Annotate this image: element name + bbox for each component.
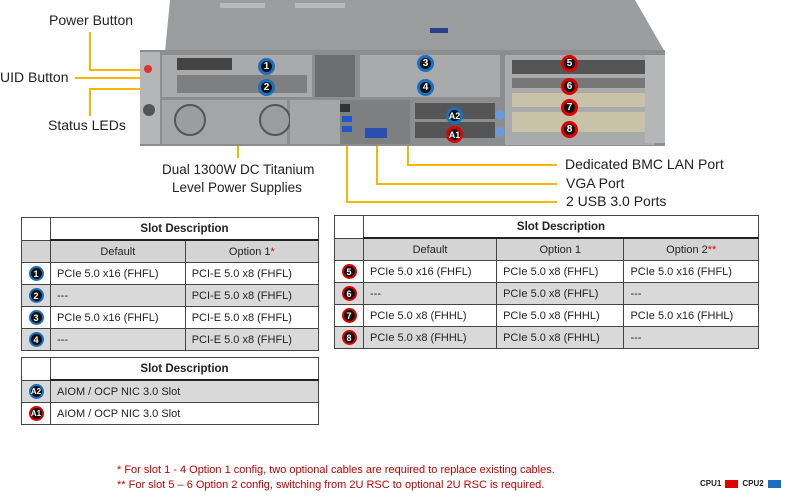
- cell-default: PCIe 5.0 x8 (FHHL): [362, 304, 498, 327]
- server-rear-chassis: [140, 0, 665, 146]
- usb-ports-label: 2 USB 3.0 Ports: [566, 193, 667, 209]
- legend-cpu1-label: CPU1: [700, 479, 722, 488]
- cell-option1: PCIe 5.0 x8 (FHFL): [496, 260, 625, 283]
- legend-cpu2-label: CPU2: [742, 479, 764, 488]
- uid-line: [75, 77, 141, 79]
- cell-default: PCIe 5.0 x16 (FHFL): [50, 306, 186, 329]
- slot-badge: 8: [341, 330, 357, 345]
- cell-default: PCIe 5.0 x8 (FHHL): [362, 326, 498, 349]
- cell-default: ---: [362, 282, 498, 305]
- slot-badge: A2: [28, 383, 44, 399]
- usb-line-h: [346, 201, 557, 203]
- led-line-v: [89, 88, 91, 116]
- table-row: 2 --- PCI-E 5.0 x8 (FHFL): [21, 284, 320, 307]
- footnote-1: * For slot 1 - 4 Option 1 config, two op…: [117, 464, 555, 476]
- table-title: Slot Description: [50, 357, 319, 381]
- col-option1: Option 1*: [184, 239, 320, 263]
- vga-port-label: VGA Port: [566, 175, 625, 191]
- table-row: 5 PCIe 5.0 x16 (FHFL) PCIe 5.0 x8 (FHFL)…: [334, 260, 759, 283]
- cell-default: ---: [50, 328, 186, 351]
- slot-a2-badge: A2: [446, 107, 463, 124]
- table-row: 7 PCIe 5.0 x8 (FHHL) PCIe 5.0 x8 (FHHL) …: [334, 304, 759, 327]
- slot-table-aiom: Slot Description A2 AIOM / OCP NIC 3.0 S…: [21, 357, 319, 425]
- vga-line-v: [376, 138, 378, 184]
- power-line-h: [89, 69, 144, 71]
- cell-option2: ---: [623, 282, 759, 305]
- slot-badge: 4: [28, 332, 44, 347]
- legend-cpu1-swatch: [725, 479, 739, 488]
- cell-option1: PCI-E 5.0 x8 (FHFL): [184, 328, 320, 351]
- slot-badge: 6: [341, 286, 357, 301]
- slot-table-5-8: Slot Description Default Option 1 Option…: [334, 215, 759, 349]
- cell-option1: PCIe 5.0 x8 (FHHL): [496, 304, 625, 327]
- uid-button-label: UID Button: [0, 69, 69, 85]
- table-title: Slot Description: [50, 217, 319, 241]
- cell-option2: PCIe 5.0 x16 (FHHL): [623, 304, 759, 327]
- col-option2: Option 2**: [623, 237, 759, 261]
- slot-badge: 5: [341, 264, 357, 279]
- footnote-2: ** For slot 5 – 6 Option 2 config, switc…: [117, 479, 545, 491]
- cpu-legend: CPU1 CPU2: [700, 479, 781, 488]
- slot-5-badge: 5: [561, 55, 578, 72]
- cell-option2: ---: [623, 326, 759, 349]
- slot-2-badge: 2: [258, 79, 275, 96]
- table-row: 1 PCIe 5.0 x16 (FHFL) PCI-E 5.0 x8 (FHFL…: [21, 262, 320, 285]
- col-default: Default: [362, 237, 498, 261]
- psu-label-line2: Level Power Supplies: [172, 180, 302, 195]
- cell-default: ---: [50, 284, 186, 307]
- cell-option2: PCIe 5.0 x16 (FHFL): [623, 260, 759, 283]
- cell-desc: AIOM / OCP NIC 3.0 Slot: [50, 402, 319, 425]
- cell-desc: AIOM / OCP NIC 3.0 Slot: [50, 379, 319, 403]
- table-row: 4 --- PCI-E 5.0 x8 (FHFL): [21, 328, 320, 351]
- slot-6-badge: 6: [561, 78, 578, 95]
- cell-option1: PCIe 5.0 x8 (FHHL): [496, 326, 625, 349]
- table-row: 8 PCIe 5.0 x8 (FHHL) PCIe 5.0 x8 (FHHL) …: [334, 326, 759, 349]
- table-title: Slot Description: [363, 215, 759, 239]
- cell-option1: PCI-E 5.0 x8 (FHFL): [184, 262, 320, 285]
- cell-option1: PCI-E 5.0 x8 (FHFL): [184, 284, 320, 307]
- slot-badge: A1: [28, 406, 44, 421]
- table-row: 6 --- PCIe 5.0 x8 (FHFL) ---: [334, 282, 759, 305]
- usb-line-v: [346, 146, 348, 202]
- slot-3-badge: 3: [417, 55, 434, 72]
- slot-badge: 1: [28, 266, 44, 281]
- cell-option1: PCI-E 5.0 x8 (FHFL): [184, 306, 320, 329]
- slot-a1-badge: A1: [446, 126, 463, 143]
- power-line-v: [89, 32, 91, 70]
- slot-badge: 3: [28, 310, 44, 325]
- table-row: 3 PCIe 5.0 x16 (FHFL) PCI-E 5.0 x8 (FHFL…: [21, 306, 320, 329]
- psu-label-line1: Dual 1300W DC Titanium: [162, 162, 315, 177]
- legend-cpu2-swatch: [767, 479, 781, 488]
- slot-4-badge: 4: [417, 79, 434, 96]
- col-option1: Option 1: [496, 237, 625, 261]
- power-button-label: Power Button: [49, 12, 134, 28]
- slot-8-badge: 8: [561, 121, 578, 138]
- col-default: Default: [50, 239, 186, 263]
- table-row: A2 AIOM / OCP NIC 3.0 Slot: [21, 379, 319, 403]
- cell-default: PCIe 5.0 x16 (FHFL): [362, 260, 498, 283]
- led-line-h: [89, 88, 141, 90]
- table-row: A1 AIOM / OCP NIC 3.0 Slot: [21, 402, 319, 425]
- slot-badge: 2: [28, 288, 44, 303]
- vga-line-h: [376, 183, 557, 185]
- cell-option1: PCIe 5.0 x8 (FHFL): [496, 282, 625, 305]
- bmc-line-h2: [407, 164, 557, 166]
- slot-table-1-4: Slot Description Default Option 1* 1 PCI…: [21, 217, 320, 351]
- slot-badge: 7: [341, 308, 357, 323]
- bmc-lan-label: Dedicated BMC LAN Port: [565, 156, 724, 172]
- status-leds-label: Status LEDs: [48, 117, 126, 133]
- slot-7-badge: 7: [561, 99, 578, 116]
- slot-1-badge: 1: [258, 58, 275, 75]
- cell-default: PCIe 5.0 x16 (FHFL): [50, 262, 186, 285]
